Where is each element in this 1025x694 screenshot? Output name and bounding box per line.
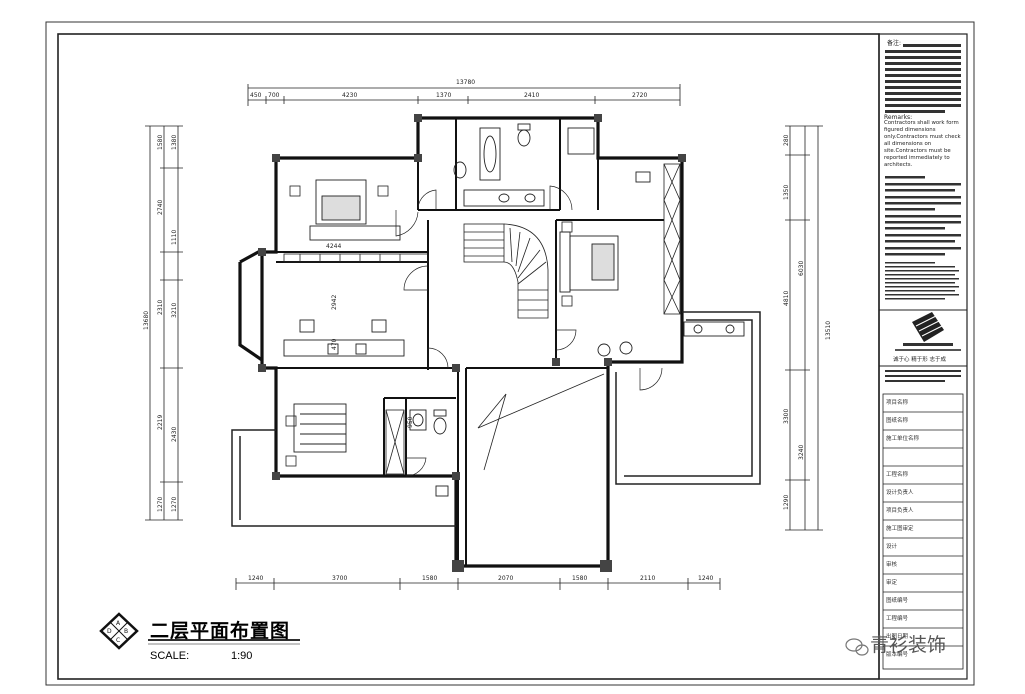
svg-text:1240: 1240 <box>698 575 713 582</box>
svg-text:1240: 1240 <box>248 575 263 582</box>
svg-text:C: C <box>116 637 120 644</box>
door-swings <box>395 185 663 477</box>
svg-text:3240: 3240 <box>798 445 805 460</box>
remarks-en-text: Contractors shall work form figured dime… <box>884 120 961 168</box>
svg-text:2110: 2110 <box>640 575 655 582</box>
svg-text:700: 700 <box>268 92 280 99</box>
top-dimension-lines <box>247 84 681 106</box>
drawing-title: 二层平面布置图 <box>150 620 291 642</box>
svg-text:470: 470 <box>331 338 338 350</box>
desks <box>283 319 405 357</box>
svg-text:2740: 2740 <box>157 200 164 215</box>
svg-text:2430: 2430 <box>171 427 178 442</box>
bottom-dimension-lines <box>235 578 721 590</box>
svg-text:3300: 3300 <box>783 409 790 424</box>
svg-text:2410: 2410 <box>524 92 539 99</box>
title-block-frame <box>878 33 968 680</box>
dim-top-total: 13780 <box>456 79 475 86</box>
svg-text:1110: 1110 <box>171 230 178 245</box>
wechat-icon <box>845 638 869 656</box>
svg-text:3700: 3700 <box>332 575 347 582</box>
outer-border <box>45 21 975 686</box>
field-design-lead: 设计负责人 <box>886 490 914 496</box>
structural-columns <box>258 114 686 572</box>
terrace-outlines <box>231 311 761 527</box>
field-review: 审核 <box>886 562 898 568</box>
svg-text:1270: 1270 <box>157 497 164 512</box>
company-tagline: 诚于心 精于形 志于成 <box>893 357 946 363</box>
field-approval: 施工图审定 <box>886 526 914 532</box>
field-version: 版本编号 <box>886 652 909 658</box>
svg-text:B: B <box>124 628 128 635</box>
closets <box>283 163 681 475</box>
svg-text:1290: 1290 <box>783 495 790 510</box>
svg-text:1350: 1350 <box>783 185 790 200</box>
svg-text:950: 950 <box>407 416 414 428</box>
field-project: 工程名称 <box>886 472 909 478</box>
title-block-grid <box>882 393 964 670</box>
lounge-furniture <box>597 171 745 357</box>
svg-text:4810: 4810 <box>783 291 790 306</box>
svg-text:280: 280 <box>783 134 790 146</box>
left-dimension-lines <box>145 125 183 521</box>
svg-text:4230: 4230 <box>342 92 357 99</box>
svg-text:2942: 2942 <box>331 295 338 310</box>
svg-text:13510: 13510 <box>825 321 832 340</box>
svg-text:A: A <box>116 620 121 627</box>
svg-text:1580: 1580 <box>157 135 164 150</box>
right-dimension-labels: 13510 280 1350 4810 6030 3300 3240 1290 <box>783 134 832 510</box>
drawing-index-symbol-icon: A B C D <box>99 612 139 650</box>
svg-text:1580: 1580 <box>422 575 437 582</box>
beds <box>293 179 619 453</box>
svg-text:1580: 1580 <box>572 575 587 582</box>
remarks-cn-lines <box>885 44 961 300</box>
svg-text:1370: 1370 <box>436 92 451 99</box>
svg-text:1380: 1380 <box>171 135 178 150</box>
svg-text:2219: 2219 <box>157 415 164 430</box>
svg-text:6030: 6030 <box>798 261 805 276</box>
svg-text:D: D <box>107 628 112 635</box>
staircase <box>463 223 549 319</box>
watermark-text: 青衫装饰 <box>870 634 947 656</box>
field-design: 设计 <box>886 544 898 550</box>
field-contractor: 施工单位名称 <box>886 436 920 442</box>
field-project-lead: 项目负责人 <box>886 508 914 514</box>
field-drawing-name: 图纸名称 <box>886 418 909 424</box>
field-project-number: 工程编号 <box>886 616 909 622</box>
scale-value: 1:90 <box>231 650 253 662</box>
svg-text:3210: 3210 <box>171 303 178 318</box>
remarks-en-label: Remarks: <box>884 114 913 121</box>
field-drawing-number: 图纸编号 <box>886 598 909 604</box>
exterior-walls <box>238 116 684 568</box>
field-issue-date: 出图日期 <box>886 634 909 640</box>
drawing-frame <box>57 33 880 680</box>
open-void <box>477 373 605 471</box>
svg-text:4244: 4244 <box>326 243 341 250</box>
bathroom-fixtures <box>409 123 595 497</box>
floor-plan <box>145 84 823 590</box>
svg-text:2720: 2720 <box>632 92 647 99</box>
svg-text:1270: 1270 <box>171 497 178 512</box>
dimension-labels: 13780 450 700 4230 1370 2410 2720 1240 3… <box>248 79 713 582</box>
nightstands <box>285 185 573 467</box>
svg-text:2070: 2070 <box>498 575 513 582</box>
field-approve: 审定 <box>886 580 898 586</box>
left-dimension-labels: 13680 1580 1380 2740 1110 2310 3210 2219… <box>143 135 178 512</box>
company-logo-icon <box>895 312 961 351</box>
svg-text:2310: 2310 <box>157 300 164 315</box>
svg-text:450: 450 <box>250 92 262 99</box>
remarks-label: 备注: <box>887 40 902 47</box>
svg-text:13680: 13680 <box>143 311 150 330</box>
right-dimension-lines <box>785 125 823 531</box>
field-project-name: 项目名称 <box>886 400 909 406</box>
scale-label: SCALE: <box>150 650 190 662</box>
